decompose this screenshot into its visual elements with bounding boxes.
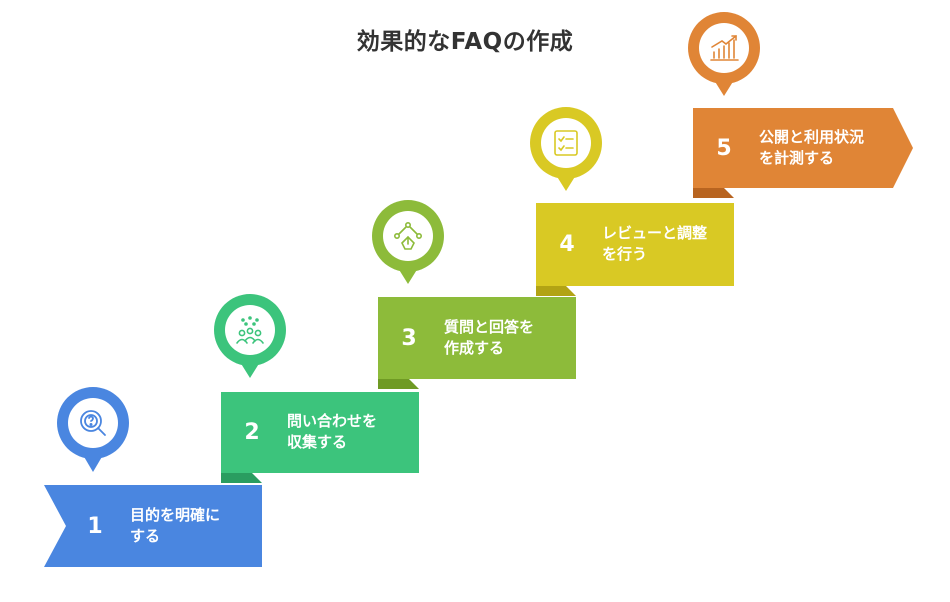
step-number: 4	[559, 231, 575, 257]
step-2: 2 問い合わせを 収集する	[241, 411, 377, 453]
growth-chart-icon	[710, 35, 739, 61]
step-label: 質問と回答を 作成する	[444, 318, 535, 357]
step-label: 公開と利用状況 を計測する	[759, 128, 865, 167]
step-number: 2	[244, 419, 260, 445]
step-label: レビューと調整 を行う	[602, 224, 708, 263]
checklist-icon	[554, 130, 578, 156]
step-2-pin	[214, 294, 286, 378]
step-4-banner	[536, 203, 734, 286]
step-1-pin	[57, 387, 129, 472]
step-4: 4 レビューと調整 を行う	[556, 223, 707, 265]
connector-fold	[221, 473, 262, 483]
step-5-banner	[693, 108, 913, 188]
step-2-banner	[221, 392, 419, 473]
step-number: 5	[716, 135, 732, 161]
step-label: 問い合わせを 収集する	[287, 412, 378, 451]
step-5: 5 公開と利用状況 を計測する	[713, 127, 864, 169]
step-1: 1 目的を明確に する	[84, 505, 220, 547]
connector-fold	[536, 286, 576, 296]
question-magnifier-icon	[80, 410, 106, 436]
step-3: 3 質問と回答を 作成する	[398, 317, 534, 359]
pen-tool-icon	[393, 222, 422, 250]
step-number: 3	[401, 325, 417, 351]
step-label: 目的を明確に する	[130, 506, 221, 545]
connector-fold	[378, 379, 419, 389]
step-number: 1	[87, 513, 103, 539]
step-1-banner	[44, 485, 262, 567]
people-group-icon	[236, 316, 264, 344]
step-3-banner	[378, 297, 576, 379]
connector-fold	[693, 188, 734, 198]
diagram-title: 効果的なFAQの作成	[356, 29, 574, 55]
step-4-pin	[530, 107, 602, 191]
